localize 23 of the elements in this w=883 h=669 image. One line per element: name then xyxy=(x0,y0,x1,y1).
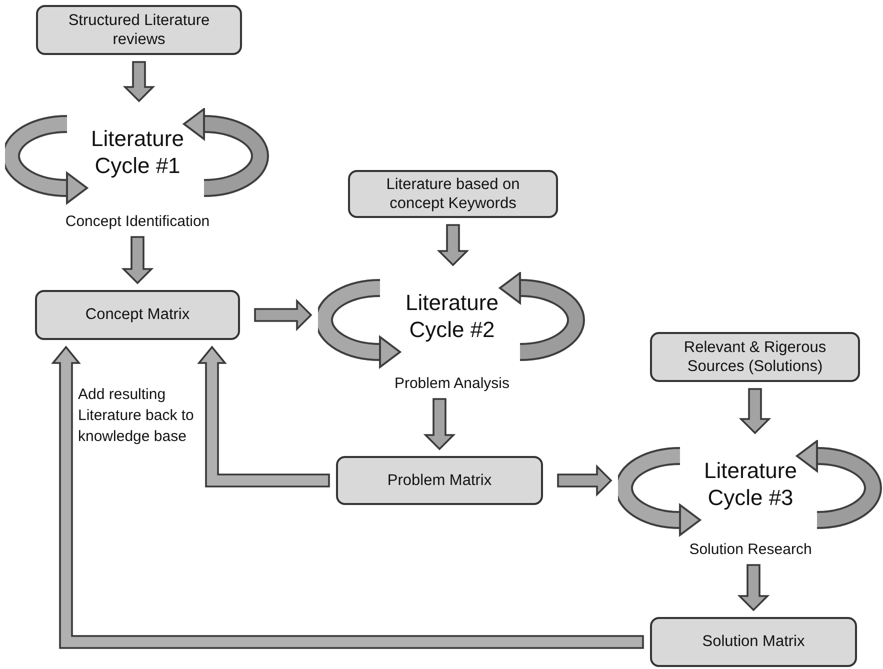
process-box: Literature based on concept Keywords xyxy=(348,170,558,218)
block-arrow xyxy=(121,236,154,284)
note-text: Add resulting Literature back to knowledge base xyxy=(78,385,195,447)
block-arrow xyxy=(51,346,644,649)
process-box: Concept Matrix xyxy=(35,290,240,340)
cycle-title: Literature Cycle #1 xyxy=(90,126,185,180)
process-box: Solution Matrix xyxy=(650,617,857,667)
block-arrow xyxy=(254,298,312,332)
process-box: Structured Literature reviews xyxy=(36,5,242,55)
block-arrow xyxy=(557,464,612,497)
cycle-title: Literature Cycle #3 xyxy=(703,458,798,512)
block-arrow xyxy=(737,564,770,612)
cycle-caption: Problem Analysis xyxy=(394,375,510,392)
process-box: Relevant & Rigerous Sources (Solutions) xyxy=(650,332,860,382)
cycle-caption: Concept Identification xyxy=(65,213,210,230)
cycle-caption: Solution Research xyxy=(689,541,812,558)
cycle-title: Literature Cycle #2 xyxy=(404,290,500,344)
block-arrow xyxy=(436,224,470,266)
block-arrow xyxy=(738,388,772,434)
block-arrow xyxy=(122,61,156,102)
process-box: Problem Matrix xyxy=(336,456,543,505)
block-arrow xyxy=(197,346,330,488)
block-arrow xyxy=(423,398,456,450)
